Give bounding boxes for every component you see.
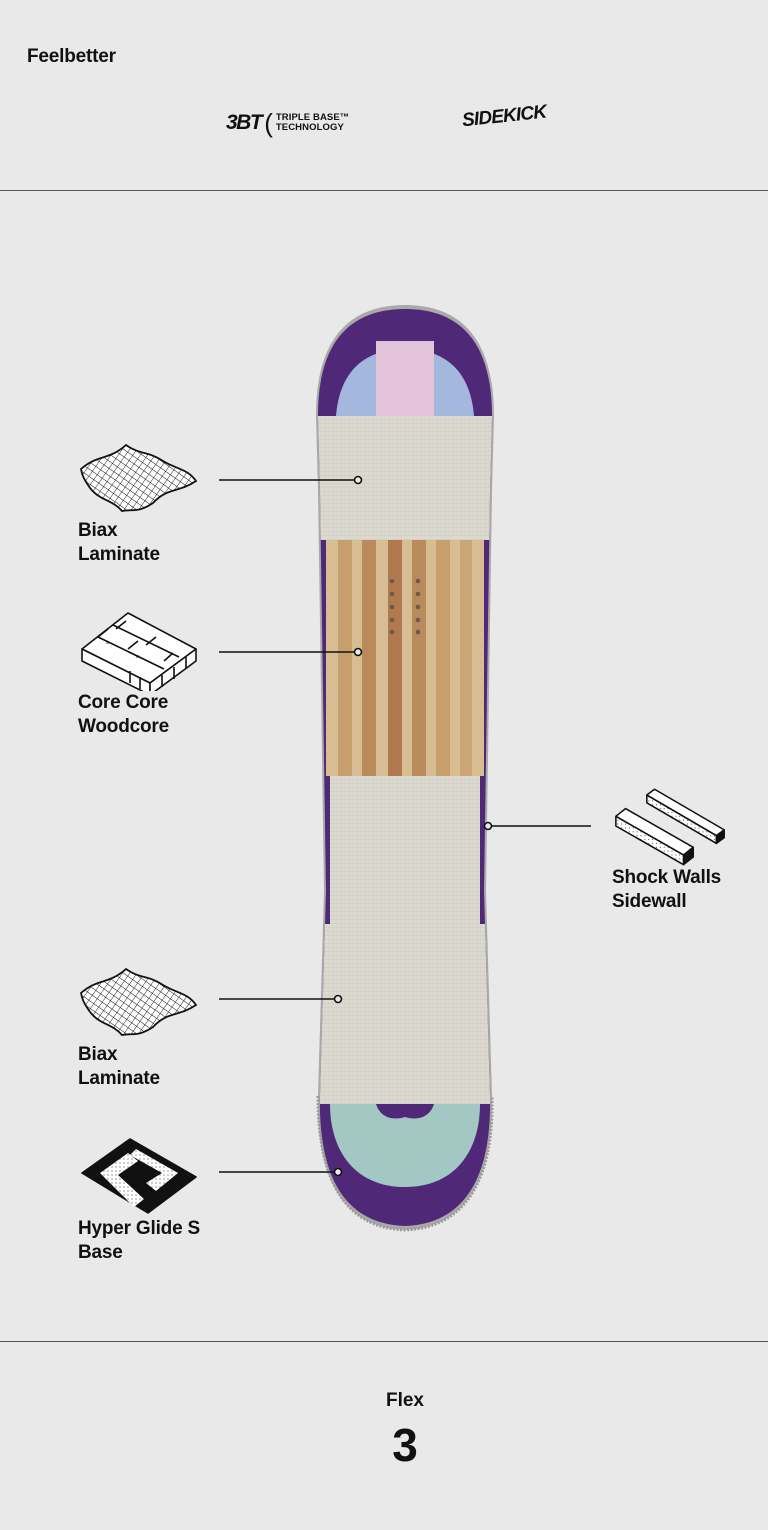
woodcore-layer [326,540,484,776]
board-construction-diagram: Biax Laminate Core Core Woodcore [0,191,768,1341]
bottom-biax-layer [318,924,492,1104]
layer-type: Base [78,1242,123,1263]
top-biax-layer [318,416,492,540]
layer-type: Laminate [78,1068,160,1089]
layer-name: Shock Walls [612,867,722,888]
logo-3bt-line2: TECHNOLOGY [275,122,344,133]
leader-lines [219,475,591,1177]
base-icon [81,1138,197,1214]
tail-edge [316,1095,494,1232]
triple-base-technology-logo: 3BT ( TRIPLE BASE™ TECHNOLOGY [226,107,358,139]
layer-type: Laminate [78,544,160,565]
sidewall-icon [615,788,725,866]
layer-name: Core Core [78,692,169,713]
layer-type: Sidewall [612,891,687,912]
biax-laminate-icon [80,443,198,512]
layer-name: Biax [78,520,118,541]
tail-base-graphic [330,1104,480,1187]
logo-3bt-line1: TRIPLE BASE™ [275,112,350,123]
callout-woodcore: Core Core Woodcore [78,611,200,739]
biax-laminate-icon [80,967,198,1036]
layer-type: Woodcore [78,716,169,737]
layer-name: Biax [78,1044,118,1065]
callout-base: Hyper Glide S Base [78,1137,200,1265]
bottom-divider [0,1341,768,1342]
callout-bottom-biax: Biax Laminate [78,963,200,1091]
layer-name: Hyper Glide S [78,1218,200,1239]
woodcore-icon [81,612,197,691]
flex-label: Flex [385,1390,425,1411]
snowboard-illustration [219,305,591,1232]
callout-sidewall: Shock Walls Sidewall [612,786,730,914]
nose-graphic [336,341,474,421]
logo-3bt-words: TRIPLE BASE™ TECHNOLOGY [276,113,350,133]
logo-3bt-divider: ( [264,108,273,138]
logo-3bt-mark: 3BT [226,111,263,134]
mid-biax-layer [330,776,480,926]
header: Feelbetter 3BT ( TRIPLE BASE™ TECHNOLOGY… [0,0,768,190]
sidekick-logo: SIDEKICK [461,101,548,132]
top-divider [0,190,768,191]
flex-rating: Flex 3 [0,1342,768,1530]
flex-value: 3 [392,1419,418,1471]
callout-top-biax: Biax Laminate [78,439,200,567]
product-name: Feelbetter [27,46,116,67]
